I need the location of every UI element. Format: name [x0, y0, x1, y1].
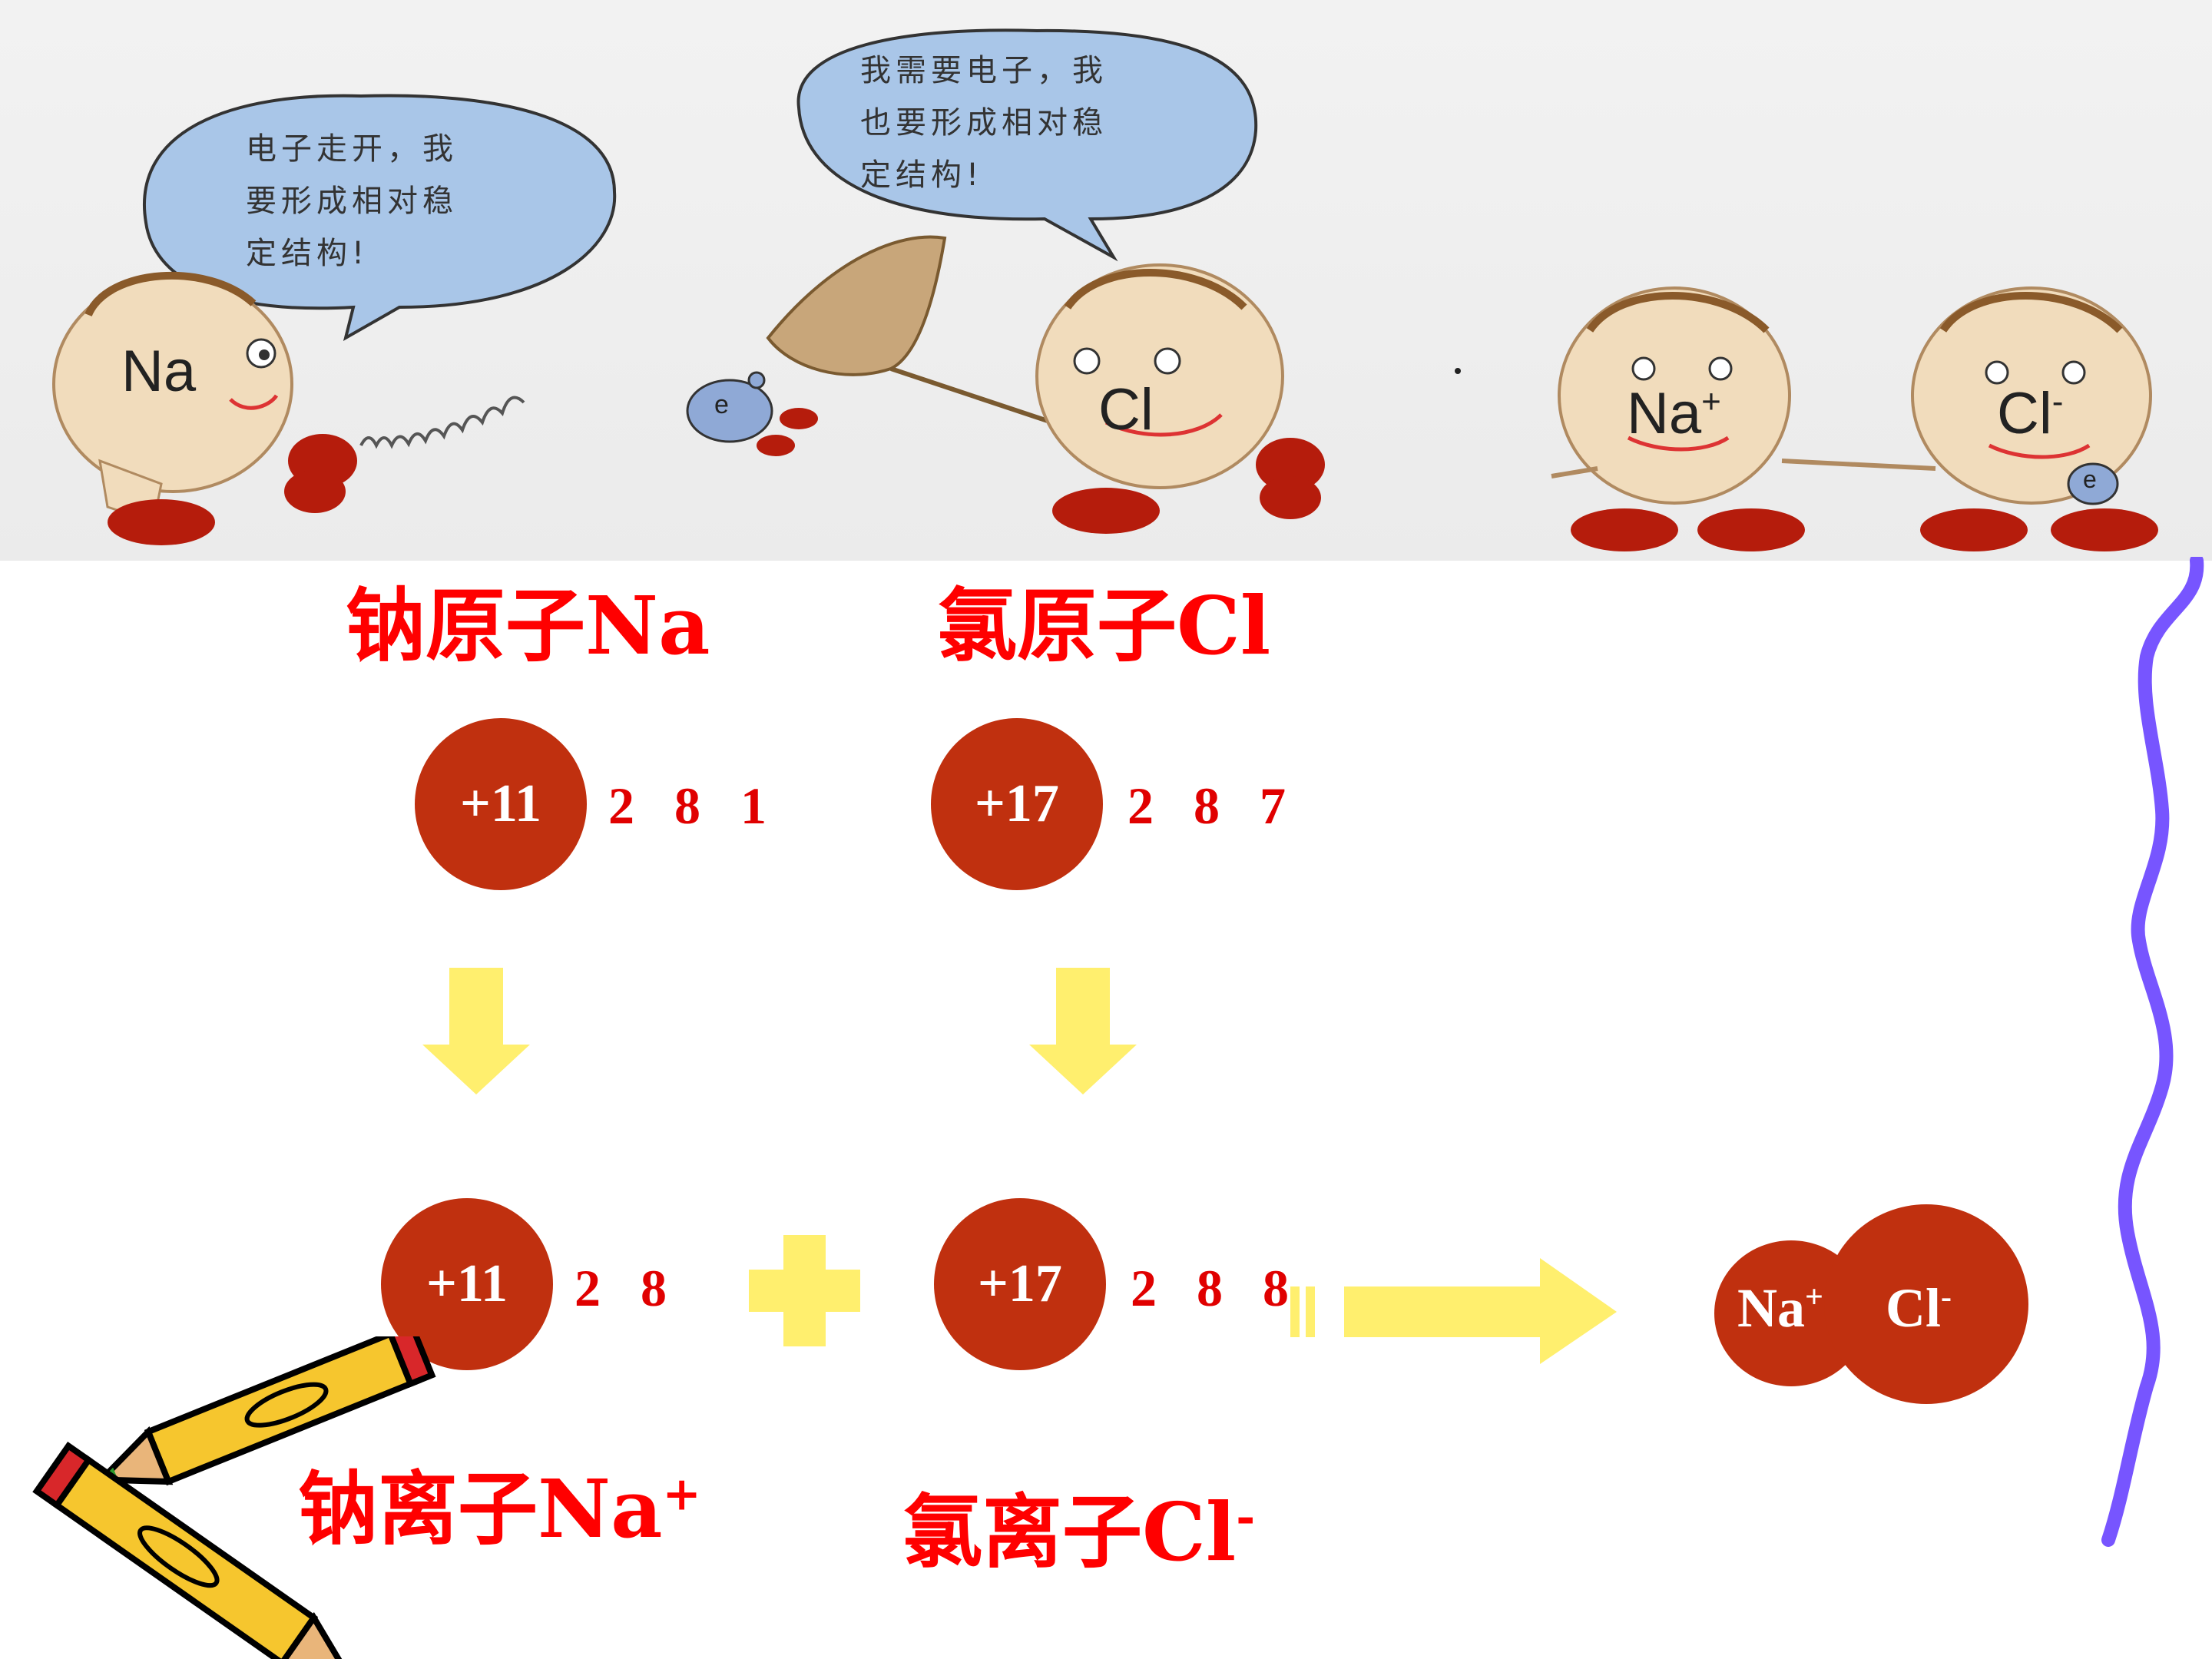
- bubble-na-line: 要形成相对稳: [246, 184, 458, 219]
- cl-character: [1035, 263, 1325, 534]
- bubble-cl-line: 我需要电子，我: [860, 53, 1108, 88]
- compound-cl-label: Cl-: [1886, 1277, 1952, 1340]
- shell-electron-count: 2: [608, 777, 634, 835]
- sodium-atom-nucleus: +11: [415, 718, 587, 890]
- shell-electron-count: 1: [740, 777, 767, 835]
- na-ion-symbol: Na: [1627, 381, 1702, 446]
- speech-bubble-cl-text: 我需要电子，我 也要形成相对稳 定结构!: [860, 45, 1108, 201]
- compound-na-charge: +: [1805, 1280, 1823, 1315]
- compound-na-symbol: Na: [1737, 1277, 1805, 1339]
- bubble-na-line: 定结构!: [246, 236, 369, 271]
- na-character: [52, 271, 357, 545]
- chlorine-ion-title-text: 氯离子Cl: [902, 1485, 1237, 1579]
- shell-electron-count: 8: [674, 777, 700, 835]
- chlorine-atom-nucleus: +17: [931, 718, 1103, 890]
- speech-bubble-na-text: 电子走开，我 要形成相对稳 定结构!: [246, 123, 458, 280]
- chloride-ion-ball: [1824, 1204, 2028, 1404]
- shell-electron-count: 7: [1260, 777, 1286, 835]
- cartoon-banner: 电子走开，我 要形成相对稳 定结构! 我需要电子，我 也要形成相对稳 定结构! …: [0, 0, 2212, 561]
- down-arrow-icon: [1029, 968, 1137, 1094]
- shell-electron-count: 2: [1131, 1259, 1157, 1317]
- na-ion-label: Na+: [1627, 380, 1721, 447]
- cl-ion-charge: -: [2051, 382, 2064, 421]
- down-arrow-icon: [422, 968, 530, 1094]
- bubble-cl-line: 定结构!: [860, 157, 984, 193]
- na-ion-charge: +: [1701, 382, 1721, 421]
- sodium-ion-title-charge: +: [662, 1467, 701, 1522]
- compound-cl-symbol: Cl: [1886, 1277, 1941, 1339]
- compound-na-label: Na+: [1737, 1277, 1823, 1340]
- electron-label: e: [714, 390, 729, 419]
- shell-electron-count: 8: [1197, 1259, 1223, 1317]
- shell-electron-count: 8: [1263, 1259, 1289, 1317]
- chlorine-ion-title: 氯离子Cl-: [902, 1467, 1255, 1583]
- compound-cl-charge: -: [1941, 1280, 1952, 1315]
- shell-electron-count: 8: [641, 1259, 667, 1317]
- sodium-ion-title: 钠离子Na+: [298, 1444, 701, 1560]
- electron-label-2: e: [2083, 465, 2097, 493]
- cl-ion-symbol: Cl: [1997, 381, 2052, 446]
- plus-icon: [749, 1235, 860, 1346]
- sodium-ion-title-text: 钠离子Na: [298, 1462, 663, 1556]
- speech-bubble-cl: [796, 28, 1258, 262]
- sodium-atom-title: 钠原子Na: [346, 578, 710, 673]
- shell-electron-count: 8: [1194, 777, 1220, 835]
- right-arrow-icon: [1290, 1258, 1617, 1364]
- pencils-clipart: [32, 1336, 436, 1659]
- shell-electron-count: 2: [575, 1259, 601, 1317]
- bubble-na-line: 电子走开，我: [246, 131, 458, 167]
- net-icon: [766, 235, 1076, 432]
- chlorine-atom-title: 氯原子Cl: [937, 578, 1271, 673]
- electron-character: [686, 371, 818, 456]
- na-atom-label: Na: [121, 339, 197, 404]
- chlorine-ion-nucleus: +17: [934, 1198, 1106, 1370]
- cl-ion-label: Cl-: [1997, 380, 2063, 447]
- shell-electron-count: 2: [1128, 777, 1154, 835]
- cl-ion-character: [1911, 286, 2158, 551]
- speech-bubble-na: [143, 94, 617, 342]
- chlorine-ion-title-charge: -: [1236, 1490, 1256, 1545]
- cartoon-illustration: [52, 28, 2158, 551]
- na-ion-character: [1551, 286, 1805, 551]
- bubble-cl-line: 也要形成相对稳: [860, 105, 1108, 141]
- cl-atom-label: Cl: [1098, 377, 1154, 442]
- purple-wavy-brace: [2101, 557, 2204, 1547]
